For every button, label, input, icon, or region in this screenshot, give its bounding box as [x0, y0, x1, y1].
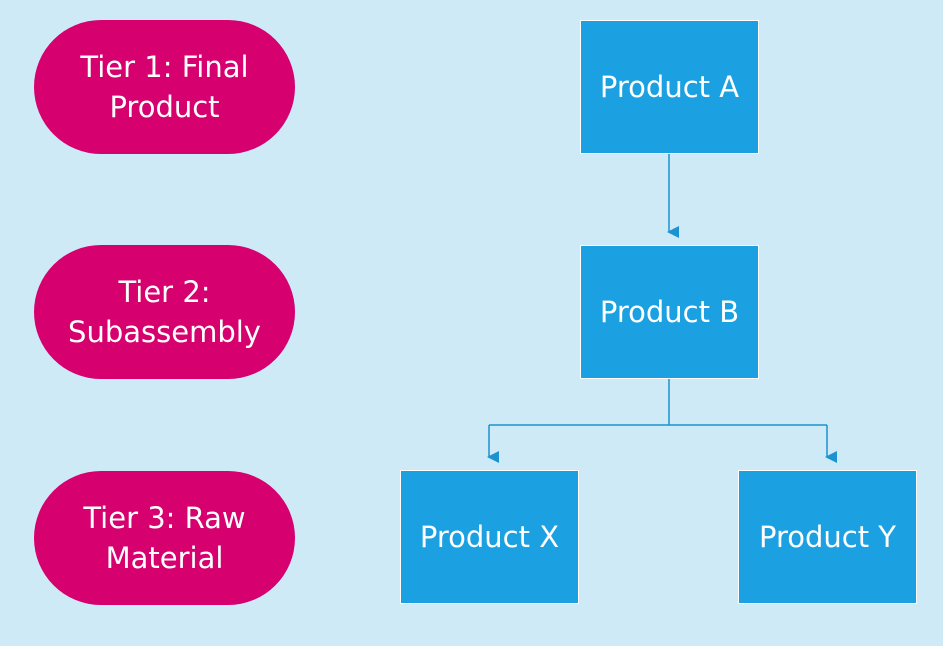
tier-1-text: Tier 1: Final Product: [80, 50, 249, 124]
tier-3-text: Tier 3: Raw Material: [83, 501, 246, 575]
tier-2-label: Tier 2: Subassembly: [34, 245, 295, 379]
tier-3-label: Tier 3: Raw Material: [34, 471, 295, 605]
node-product-y-label: Product Y: [758, 520, 897, 554]
node-product-a-label: Product A: [599, 70, 740, 104]
node-product-x-label: Product X: [419, 520, 560, 554]
tier-1-label: Tier 1: Final Product: [34, 20, 295, 154]
node-product-a: Product A: [580, 20, 759, 154]
node-product-b-label: Product B: [599, 295, 740, 329]
node-product-x: Product X: [400, 470, 579, 604]
node-product-b: Product B: [580, 245, 759, 379]
tier-2-text: Tier 2: Subassembly: [68, 275, 261, 349]
node-product-y: Product Y: [738, 470, 917, 604]
